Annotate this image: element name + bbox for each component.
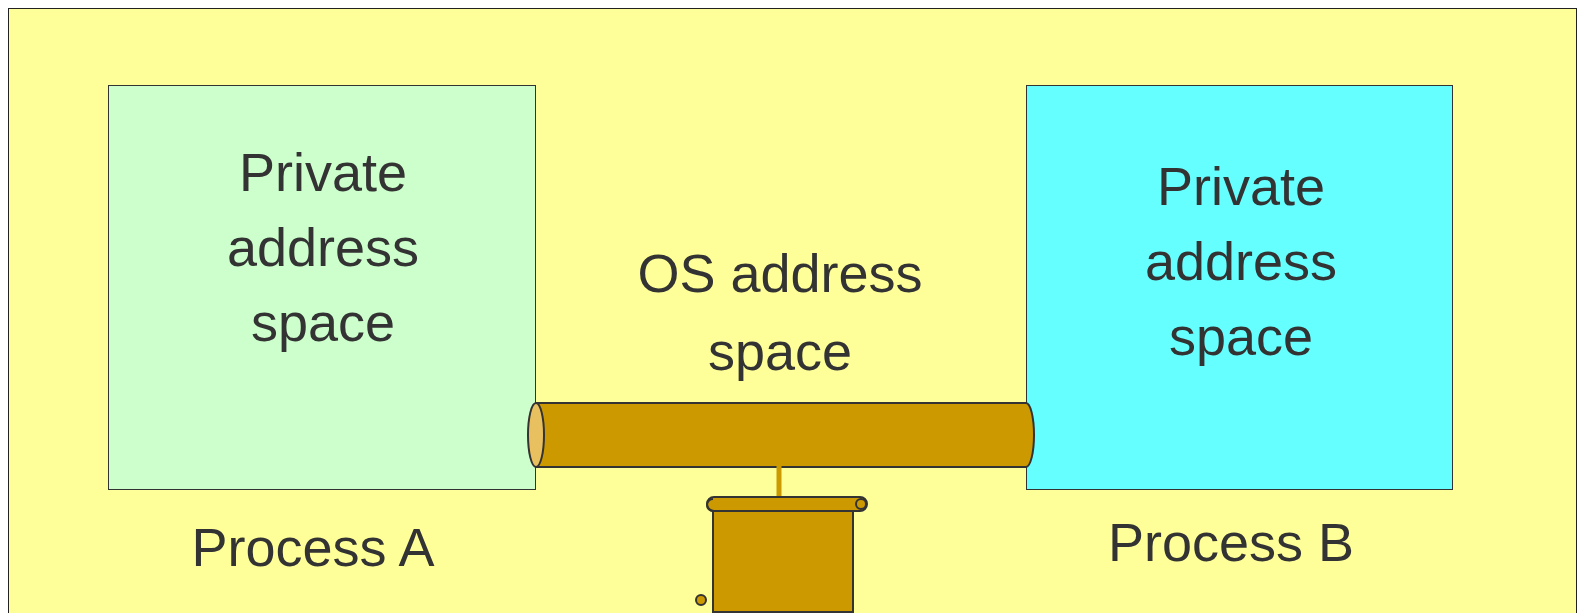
scroll-top-roll — [707, 497, 867, 511]
pipe-connector — [528, 403, 1034, 467]
pipe-body — [536, 404, 1026, 466]
scroll-body — [713, 506, 853, 612]
process-box: Private address spaceProcess A — [108, 85, 536, 490]
process-box: Private address spaceProcess B — [1026, 85, 1453, 490]
scroll-curl — [696, 595, 706, 605]
scroll-curl — [856, 499, 866, 509]
pipe-end — [1026, 403, 1034, 467]
box-text: Private address space — [1091, 149, 1391, 374]
box-text: Private address space — [173, 135, 473, 360]
scroll-curl — [707, 499, 713, 511]
pipe-stem — [777, 466, 782, 498]
process-label: Process B — [987, 511, 1475, 573]
pipe-outline — [536, 402, 1026, 468]
os-frame: OS address spacePrivate address spacePro… — [8, 8, 1577, 613]
process-label: Process A — [69, 516, 557, 578]
frame-title: OS address space — [600, 234, 960, 390]
pipe-opening — [528, 403, 544, 467]
